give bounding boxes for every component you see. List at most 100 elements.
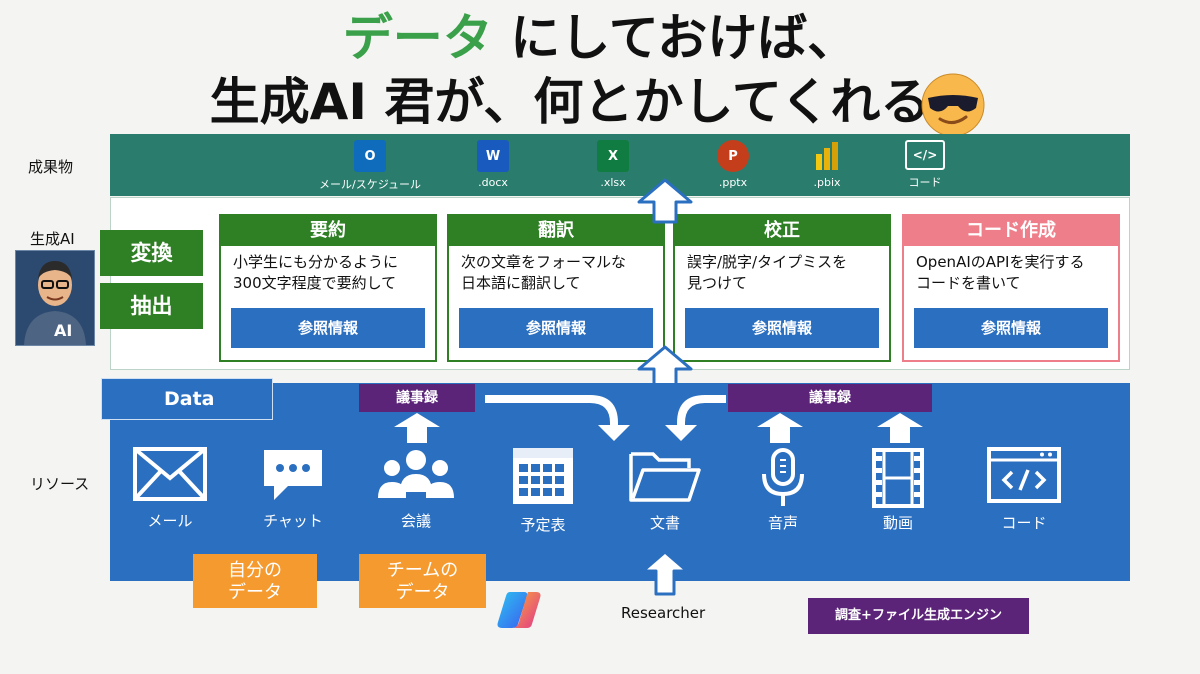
resource-label: 動画: [882, 514, 913, 532]
deliverable-powerpoint: P .pptx: [678, 140, 788, 189]
microphone-icon: [762, 448, 804, 506]
calendar-icon: [513, 448, 573, 504]
own-data-line: データ: [228, 582, 282, 603]
reference-info-button[interactable]: 参照情報: [685, 308, 879, 348]
curved-arrow-icon: [485, 395, 630, 441]
task-card-code: コード作成 OpenAIのAPIを実行するコードを書いて 参照情報: [902, 214, 1120, 362]
word-icon: W: [477, 140, 509, 172]
resource-meeting[interactable]: 会議: [366, 446, 466, 531]
task-prompt: 誤字/脱字/タイプミスを見つけて: [675, 246, 889, 304]
up-arrow-icon: [641, 550, 689, 596]
research-engine-label: 調査+ファイル生成エンジン: [808, 598, 1029, 634]
resource-audio[interactable]: 音声: [733, 446, 833, 533]
task-prompt-line: 300文字程度で要約して: [233, 274, 397, 292]
code-icon: </>: [905, 140, 945, 170]
deliverable-powerbi: .pbix: [772, 140, 882, 189]
row-label-generative-ai: 生成AI: [30, 230, 75, 248]
title-line-1-rest: にしておけば、: [492, 9, 858, 67]
convert-button[interactable]: 変換: [100, 230, 203, 276]
deliverable-label: コード: [908, 176, 942, 189]
deliverable-label: .pptx: [718, 176, 748, 189]
task-card-proofread: 校正 誤字/脱字/タイプミスを見つけて 参照情報: [673, 214, 891, 362]
deliverable-code: </> コード: [870, 140, 980, 190]
task-prompt-line: 誤字/脱字/タイプミスを: [687, 253, 848, 271]
code-window-icon: [987, 447, 1061, 503]
flow-arrows: [394, 395, 923, 443]
resource-mail[interactable]: メール: [120, 446, 220, 531]
task-title: コード作成: [904, 216, 1118, 246]
chat-icon: [264, 450, 322, 500]
resource-video[interactable]: 動画: [848, 446, 948, 533]
reference-info-button[interactable]: 参照情報: [914, 308, 1108, 348]
up-arrow-icon: [394, 413, 440, 443]
reference-info-button[interactable]: 参照情報: [231, 308, 425, 348]
resource-label: コード: [1001, 514, 1047, 532]
resource-calendar[interactable]: 予定表: [493, 446, 593, 535]
resource-label: 予定表: [520, 516, 566, 534]
people-icon: [378, 450, 454, 498]
resource-label: 会議: [400, 512, 431, 530]
minutes-label-left: 議事録: [359, 384, 475, 412]
up-arrow-icon: [877, 413, 923, 443]
resource-label: 音声: [767, 514, 798, 532]
title-line-1: データ にしておけば、: [0, 10, 1200, 66]
task-title: 校正: [675, 216, 889, 246]
task-title: 要約: [221, 216, 435, 246]
outlook-icon: O: [354, 140, 386, 172]
researcher-label: Researcher: [621, 604, 706, 622]
resource-chat[interactable]: チャット: [243, 446, 343, 531]
task-card-translate: 翻訳 次の文章をフォーマルな日本語に翻訳して 参照情報: [447, 214, 665, 362]
powerbi-icon: [811, 140, 843, 172]
film-icon: [872, 448, 924, 508]
row-label-deliverables: 成果物: [28, 158, 74, 176]
task-prompt-line: コードを書いて: [916, 274, 1021, 292]
deliverable-outlook: O メール/スケジュール: [315, 140, 425, 192]
task-prompt-line: 日本語に翻訳して: [461, 274, 581, 292]
avatar-person-icon: [16, 251, 94, 345]
team-data-line: チームの: [386, 560, 459, 581]
powerpoint-icon: P: [717, 140, 749, 172]
task-card-summarize: 要約 小学生にも分かるように 300文字程度で要約して 参照情報: [219, 214, 437, 362]
resource-label: チャット: [263, 512, 323, 530]
task-prompt: 小学生にも分かるように 300文字程度で要約して: [221, 246, 435, 304]
team-data-line: データ: [395, 582, 450, 603]
up-arrow-icon: [757, 413, 803, 443]
sunglasses-emoji-icon: [921, 73, 985, 137]
minutes-label-right: 議事録: [728, 384, 932, 412]
resource-label: メール: [147, 512, 193, 530]
title-line-2-text: 生成AI 君が、何とかしてくれる: [209, 73, 931, 131]
task-prompt-line: OpenAIのAPIを実行する: [916, 253, 1085, 271]
row-label-resources: リソース: [30, 475, 90, 493]
task-prompt: OpenAIのAPIを実行するコードを書いて: [904, 246, 1118, 304]
resource-code[interactable]: コード: [974, 446, 1074, 533]
task-prompt-line: 見つけて: [687, 274, 748, 292]
avatar: AI: [15, 250, 95, 346]
task-prompt-line: 次の文章をフォーマルな: [461, 253, 627, 271]
data-tab: Data: [101, 378, 273, 420]
extract-button[interactable]: 抽出: [100, 283, 203, 329]
mail-icon: [133, 447, 207, 501]
deliverable-word: W .docx: [438, 140, 548, 189]
excel-icon: X: [597, 140, 629, 172]
reference-info-button[interactable]: 参照情報: [459, 308, 653, 348]
deliverable-label: .pbix: [813, 176, 841, 189]
avatar-ai-label: AI: [54, 321, 73, 340]
deliverable-excel: X .xlsx: [558, 140, 668, 189]
resource-label: 文書: [649, 514, 680, 532]
deliverable-label: メール/スケジュール: [319, 178, 421, 191]
up-arrow-icon: [637, 178, 693, 224]
folder-icon: [629, 452, 701, 502]
title-line-2: 生成AI 君が、何とかしてくれる: [0, 74, 1170, 130]
title-highlight: データ: [342, 9, 493, 67]
own-data-line: 自分の: [228, 560, 282, 581]
resource-document[interactable]: 文書: [615, 446, 715, 533]
team-data-box: チームのデータ: [359, 554, 486, 608]
task-prompt-line: 小学生にも分かるように: [233, 253, 399, 271]
deliverable-label: .docx: [478, 176, 508, 189]
task-title: 翻訳: [449, 216, 663, 246]
copilot-logo-icon: [497, 592, 541, 628]
curved-arrow-icon: [665, 395, 726, 441]
deliverable-label: .xlsx: [600, 176, 626, 189]
deliverables-band: O メール/スケジュール W .docx X .xlsx P .pptx .pb…: [110, 134, 1130, 196]
task-prompt: 次の文章をフォーマルな日本語に翻訳して: [449, 246, 663, 304]
